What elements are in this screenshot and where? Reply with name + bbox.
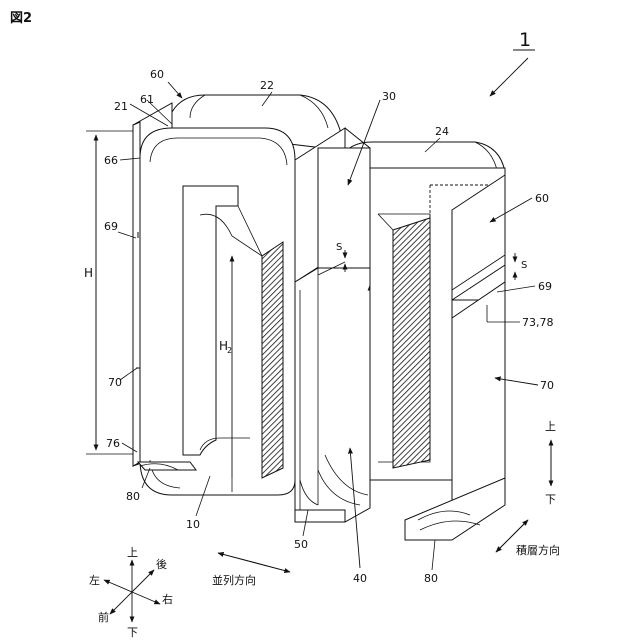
label-50: 50 bbox=[294, 538, 308, 551]
figure-title: 図2 bbox=[10, 11, 32, 26]
gap-s-right-label: S bbox=[521, 260, 527, 271]
core-hatch-right bbox=[393, 218, 430, 468]
label-73-78: 73,78 bbox=[522, 316, 554, 329]
compass-down-label: 下 bbox=[127, 626, 138, 639]
assembly-ref-arrow bbox=[490, 58, 528, 96]
vertical-down-label: 下 bbox=[545, 493, 556, 506]
center-column-50 bbox=[295, 262, 370, 522]
label-10: 10 bbox=[186, 518, 200, 531]
height-h2-subscript: 2 bbox=[227, 346, 232, 355]
height-dimension-h: H bbox=[84, 131, 135, 454]
label-66: 66 bbox=[104, 154, 118, 167]
compass-left-label: 左 bbox=[89, 574, 100, 587]
compass-up-label: 上 bbox=[127, 546, 138, 559]
gap-s-right: S bbox=[515, 253, 527, 280]
stacking-direction-indicator: 積層方向 bbox=[496, 520, 560, 557]
label-61: 61 bbox=[140, 93, 154, 106]
compass-front-label: 前 bbox=[98, 610, 109, 624]
center-divider-30 bbox=[295, 128, 370, 282]
label-40: 40 bbox=[353, 572, 367, 585]
compass-back-label: 後 bbox=[156, 557, 167, 571]
label-69-right: 69 bbox=[538, 280, 552, 293]
assembly-ref-label: 1 bbox=[519, 29, 531, 51]
label-76: 76 bbox=[106, 437, 120, 450]
label-80-left: 80 bbox=[126, 490, 140, 503]
core-hatch-left bbox=[262, 242, 283, 478]
gap-s-left-label: S bbox=[336, 242, 342, 253]
label-30: 30 bbox=[382, 90, 396, 103]
label-69-left: 69 bbox=[104, 220, 118, 233]
parallel-direction-label: 並列方向 bbox=[212, 573, 256, 587]
label-22: 22 bbox=[260, 79, 274, 92]
vertical-up-label: 上 bbox=[545, 420, 556, 433]
compass-right-label: 右 bbox=[162, 592, 173, 606]
height-h-label: H bbox=[84, 266, 93, 280]
label-70-left: 70 bbox=[108, 376, 122, 389]
label-80-right: 80 bbox=[424, 572, 438, 585]
orientation-compass: 上 下 左 右 後 前 bbox=[89, 546, 173, 639]
vertical-direction-indicator: 上 下 bbox=[545, 420, 556, 506]
label-60-top: 60 bbox=[150, 68, 164, 81]
stacking-direction-label: 積層方向 bbox=[516, 543, 560, 557]
parallel-direction-indicator: 並列方向 bbox=[212, 553, 290, 587]
label-24: 24 bbox=[435, 125, 449, 138]
bracket-80-left bbox=[138, 462, 196, 470]
coil-10 bbox=[140, 128, 295, 495]
label-70-right: 70 bbox=[540, 379, 554, 392]
label-21: 21 bbox=[114, 100, 128, 113]
label-60-right: 60 bbox=[535, 192, 549, 205]
